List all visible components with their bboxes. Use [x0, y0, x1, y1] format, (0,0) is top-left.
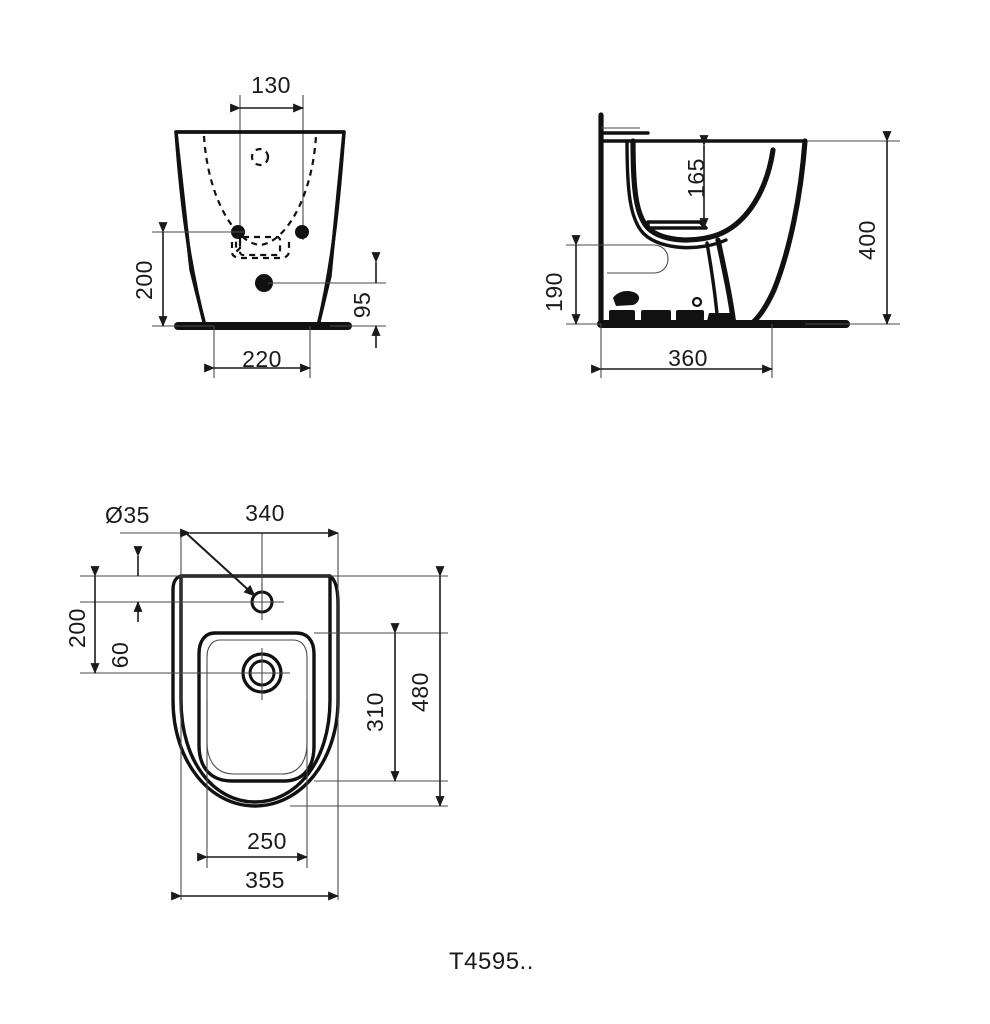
front-elevation-view: 130 220 200 95: [131, 72, 386, 378]
front-tap-hole: [250, 147, 270, 167]
front-hidden-outlet-box: [238, 235, 282, 257]
front-dim-130-label: 130: [251, 72, 291, 98]
side-outer-profile: [747, 138, 808, 328]
plan-dim-200-label: 200: [64, 608, 90, 648]
front-fixing-point-right: [295, 225, 309, 239]
side-elevation-view: 165 400 190 360: [541, 112, 900, 378]
plan-dim-310-label: 310: [362, 692, 388, 732]
side-dim-190-label: 190: [541, 272, 567, 312]
front-right-flank: [316, 130, 346, 328]
part-number-label: T4595..: [449, 948, 534, 975]
side-dim-360-label: 360: [668, 345, 708, 371]
side-wall-flange: [607, 244, 669, 274]
front-dim-200-label: 200: [131, 260, 157, 300]
front-left-flank: [174, 130, 207, 328]
front-dim-95-label: 95: [349, 292, 375, 319]
plan-dim-340-label: 340: [245, 500, 285, 526]
side-dim-165-label: 165: [683, 158, 709, 198]
side-bowl-outer-echo: [625, 139, 728, 250]
plan-inner-bowl: [197, 631, 316, 783]
plan-inner-bowl-echo: [206, 639, 308, 775]
plan-dim-480-label: 480: [407, 672, 433, 712]
front-dim-220-label: 220: [242, 346, 282, 372]
side-bowl-inner: [630, 138, 776, 243]
plan-view: 340 Ø35 200 60 310 480 250 355: [64, 500, 448, 901]
plan-dim-dia35-label: Ø35: [105, 502, 150, 528]
plan-dia35-leader: [185, 532, 256, 597]
front-hidden-outlet-skirt: [230, 241, 291, 260]
side-floor-detail: [609, 290, 734, 321]
front-waste-point: [255, 274, 273, 292]
plan-outer-outline: [179, 574, 332, 804]
plan-dim-355-label: 355: [245, 867, 285, 893]
plan-dim-250-label: 250: [247, 828, 287, 854]
plan-dim-60-label: 60: [107, 642, 133, 669]
side-dim-400-label: 400: [854, 220, 880, 260]
